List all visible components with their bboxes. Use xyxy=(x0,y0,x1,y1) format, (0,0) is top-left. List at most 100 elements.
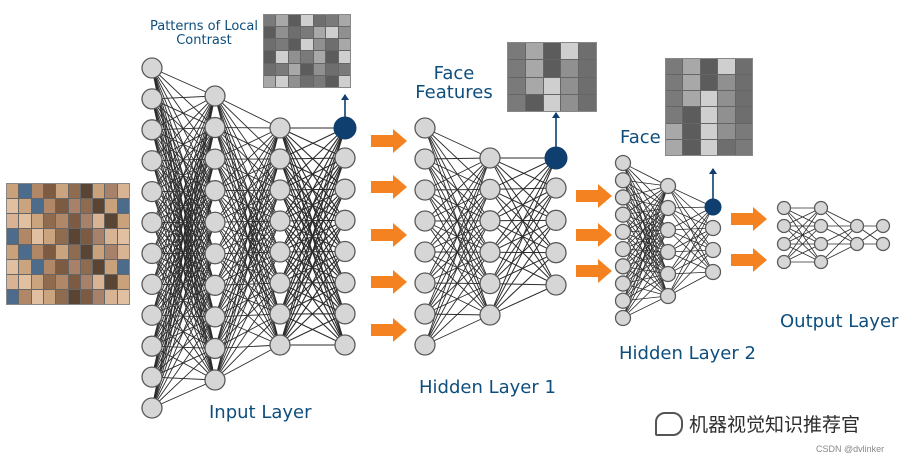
thumbnail-tile xyxy=(288,15,301,27)
active-neuron-node xyxy=(333,116,357,140)
thumbnail-tile xyxy=(338,63,350,75)
img-features-grid xyxy=(508,43,596,111)
thumbnail-tile xyxy=(56,274,68,289)
thumbnail-tile xyxy=(31,199,43,214)
connection-line xyxy=(424,157,491,160)
thumbnail-tile xyxy=(543,94,561,111)
connection-line xyxy=(667,227,714,297)
thumbnail-tile xyxy=(276,27,288,39)
thumbnail-tile xyxy=(718,107,735,123)
thumbnail-tile xyxy=(264,15,276,27)
thumbnail-tile xyxy=(31,184,43,199)
thumbnail-tile xyxy=(43,244,56,259)
connection-line xyxy=(489,252,557,316)
thumbnail-tile xyxy=(288,75,301,87)
connection-line xyxy=(622,251,669,302)
thumbnail-tile xyxy=(326,63,338,75)
thumbnail-tile xyxy=(56,214,68,229)
connection-line xyxy=(151,95,216,131)
connection-line xyxy=(424,157,491,191)
thumbnail-tile xyxy=(561,94,579,111)
neuron-node xyxy=(269,272,291,294)
img-input-grid xyxy=(7,184,129,304)
connection-line xyxy=(279,220,346,346)
neuron-node xyxy=(414,179,436,201)
connection-line xyxy=(622,207,669,267)
active-neuron-node xyxy=(704,198,722,216)
neuron-node xyxy=(659,243,677,261)
connection-line xyxy=(151,95,216,409)
neuron-node xyxy=(204,274,226,296)
thumbnail-tile xyxy=(326,15,338,27)
thumbnail-tile xyxy=(117,259,129,274)
connection-line xyxy=(151,95,216,192)
neuron-node xyxy=(614,258,632,275)
connection-line xyxy=(622,229,669,284)
thumbnail-tile xyxy=(117,289,129,304)
thumbnail-tile xyxy=(508,94,525,111)
wechat-icon xyxy=(655,411,683,436)
thumbnail-tile xyxy=(68,229,80,244)
neuron-node xyxy=(659,265,677,283)
connection-line xyxy=(279,282,346,346)
flow-arrow xyxy=(731,207,767,231)
connection-line xyxy=(151,127,216,409)
thumbnail-tile xyxy=(264,27,276,39)
thumbnail-tile xyxy=(80,274,93,289)
thumbnail-tile xyxy=(543,43,561,60)
thumbnail-tile xyxy=(68,244,80,259)
connection-line xyxy=(214,282,281,381)
thumbnail-tile xyxy=(80,244,93,259)
thumbnail-tile xyxy=(43,199,56,214)
neuron-node xyxy=(334,334,356,356)
neuron-node xyxy=(875,218,891,234)
neuron-node xyxy=(141,88,163,110)
thumbnail-tile xyxy=(683,75,700,91)
neuron-node xyxy=(776,236,792,252)
watermark: 机器视觉知识推荐官 xyxy=(655,410,860,437)
neuron-node xyxy=(334,240,356,263)
thumbnail-tile xyxy=(338,27,350,39)
connection-line xyxy=(279,127,346,222)
thumbnail-tile xyxy=(19,199,31,214)
thumbnail-tile xyxy=(525,43,543,60)
connection-line xyxy=(279,127,346,284)
thumbnail-tile xyxy=(117,229,129,244)
thumbnail-tile xyxy=(326,51,338,63)
thumbnail-tile xyxy=(56,184,68,199)
thumbnail-tile xyxy=(718,59,735,75)
connection-line xyxy=(783,225,822,263)
thumbnail-tile xyxy=(288,51,301,63)
thumbnail-tile xyxy=(117,244,129,259)
flow-arrow xyxy=(371,175,407,199)
thumbnail-tile xyxy=(117,184,129,199)
thumbnail-tile xyxy=(276,51,288,63)
thumbnail-tile xyxy=(683,59,700,75)
connection-line xyxy=(622,229,669,267)
connection-line xyxy=(622,185,669,267)
thumbnail-tile xyxy=(276,39,288,51)
connection-line xyxy=(622,251,669,284)
thumbnail-tile xyxy=(7,184,19,199)
thumbnail-tile xyxy=(718,139,735,155)
connection-line xyxy=(151,95,216,254)
local-contrast-patterns-image xyxy=(263,14,351,88)
neuron-node xyxy=(269,334,291,356)
connection-line xyxy=(424,157,491,222)
flow-arrow xyxy=(731,248,767,272)
connection-line xyxy=(214,127,281,381)
neuron-node xyxy=(141,119,163,141)
flow-arrow xyxy=(371,270,407,294)
thumbnail-tile xyxy=(7,229,19,244)
neuron-node xyxy=(141,304,163,326)
connection-line xyxy=(667,206,714,253)
thumbnail-tile xyxy=(117,274,129,289)
output-arrow-head xyxy=(341,94,349,100)
thumbnail-tile xyxy=(105,259,117,274)
neuron-node xyxy=(704,219,722,237)
thumbnail-tile xyxy=(19,274,31,289)
neuron-node xyxy=(414,148,436,170)
connection-line xyxy=(151,95,216,378)
thumbnail-tile xyxy=(338,51,350,63)
